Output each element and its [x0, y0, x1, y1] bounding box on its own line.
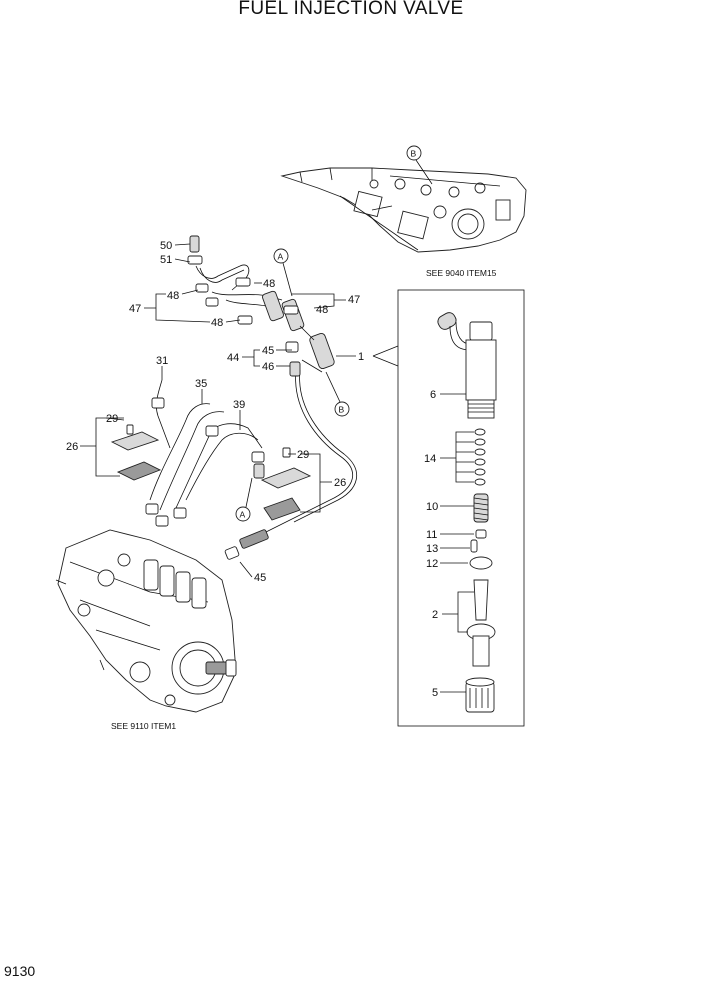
- callout-a-top: A: [278, 252, 284, 262]
- injection-pump-drawing: [55, 529, 237, 713]
- label-39: 39: [233, 399, 245, 411]
- label-50: 50: [160, 240, 172, 252]
- label-2: 2: [432, 609, 438, 621]
- label-10: 10: [426, 501, 438, 513]
- high-pressure-pipes: [145, 379, 265, 527]
- callout-b-top: B: [411, 149, 417, 159]
- page-title: FUEL INJECTION VALVE: [238, 0, 464, 19]
- nozzle: [466, 579, 496, 667]
- label-35: 35: [195, 378, 207, 390]
- label-26-right: 26: [334, 477, 346, 489]
- label-48-a: 48: [167, 290, 179, 302]
- label-11: 11: [426, 529, 437, 541]
- label-1: 1: [358, 351, 364, 363]
- label-31: 31: [156, 355, 168, 367]
- label-29-left: 29: [106, 413, 118, 425]
- label-13: 13: [426, 543, 438, 555]
- callout-b-circle: [406, 145, 422, 161]
- callout-b-mid: B: [339, 405, 345, 415]
- cylinder-head-reference: SEE 9040 ITEM15: [426, 268, 497, 278]
- pipe-clamp-right: [260, 447, 312, 521]
- label-48-c: 48: [211, 317, 223, 329]
- label-51: 51: [160, 254, 172, 266]
- spring-seat: [475, 529, 487, 539]
- label-12: 12: [426, 558, 438, 570]
- callout-a-bottom: A: [240, 510, 246, 520]
- injection-pipe-group: [187, 235, 335, 373]
- pump-reference: SEE 9110 ITEM1: [111, 721, 176, 731]
- spring: [473, 493, 489, 523]
- callout-a-bottom-circle: [235, 506, 251, 522]
- callout-b-mid-circle: [334, 401, 350, 417]
- label-48-d: 48: [316, 304, 328, 316]
- injector-detail-box: [397, 289, 525, 727]
- label-29-right: 29: [297, 449, 309, 461]
- label-46: 46: [262, 361, 274, 373]
- nozzle-nut: [465, 677, 495, 713]
- label-26-left: 26: [66, 441, 78, 453]
- retainer: [469, 556, 493, 570]
- pin: [470, 539, 478, 553]
- label-6: 6: [430, 389, 436, 401]
- callout-a-circle: [273, 248, 289, 264]
- pipe-clamp-left: [110, 424, 162, 481]
- label-45-bottom: 45: [254, 572, 266, 584]
- label-47-right: 47: [348, 294, 360, 306]
- label-5: 5: [432, 687, 438, 699]
- label-47-left: 47: [129, 303, 141, 315]
- injector-body: [437, 312, 497, 419]
- page-number: 9130: [4, 963, 36, 979]
- label-48-b: 48: [263, 278, 275, 290]
- return-hose: [261, 369, 354, 535]
- label-44: 44: [227, 352, 239, 364]
- label-45-top: 45: [262, 345, 274, 357]
- cylinder-head-drawing: [280, 167, 527, 253]
- shims: [474, 428, 486, 486]
- label-14: 14: [424, 453, 436, 465]
